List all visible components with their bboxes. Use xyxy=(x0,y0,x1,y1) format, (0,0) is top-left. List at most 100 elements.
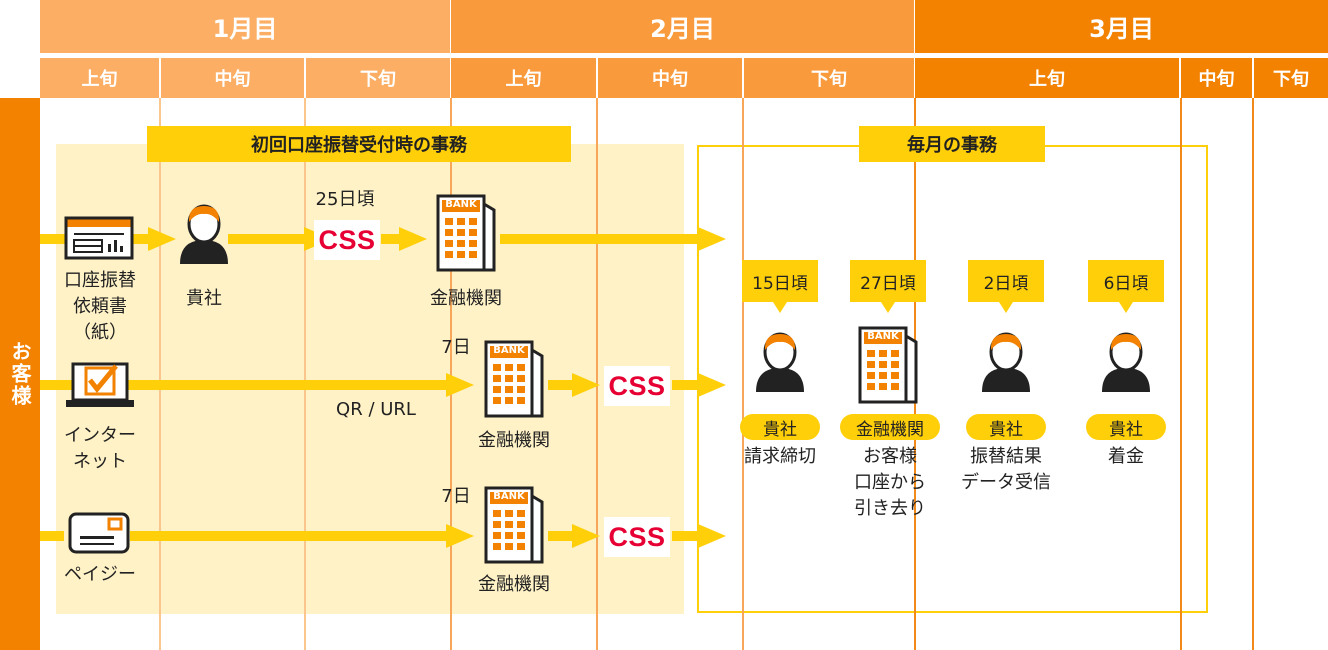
monthly-section-banner: 毎月の事務 xyxy=(859,126,1045,162)
bank-label: 金融機関 xyxy=(478,574,550,595)
bank-label: 金融機関 xyxy=(430,288,502,309)
step-desc-line: 着金 xyxy=(1108,446,1144,467)
step-description: 請求締切 xyxy=(725,444,835,470)
step-desc-line: データ受信 xyxy=(961,472,1051,493)
grid-line xyxy=(159,98,161,650)
css-logo: CSS xyxy=(604,366,670,406)
grid-line xyxy=(742,98,744,650)
actor-pill-text: 貴社 xyxy=(1109,419,1143,440)
paper-label-line: 口座振替 xyxy=(64,270,136,291)
step-description: 着金 xyxy=(1071,444,1181,470)
arrow-right-icon xyxy=(698,227,726,251)
css-logo: CSS xyxy=(314,220,380,260)
step-desc-line: お客様 xyxy=(863,446,917,467)
customer-side-label: お客様 xyxy=(0,98,40,650)
period-m2-early: 上旬 xyxy=(451,58,596,98)
css-logo: CSS xyxy=(604,517,670,557)
month-1-label: 1月目 xyxy=(212,15,278,43)
flow-bar xyxy=(672,531,702,541)
flow-bar xyxy=(40,380,448,390)
flow-bar xyxy=(548,531,574,541)
bank-badge: BANK xyxy=(445,199,477,210)
arrow-right-icon xyxy=(399,227,427,251)
css-logo-text: CSS xyxy=(608,370,666,401)
date-bubble-text: 6日頃 xyxy=(1103,273,1149,294)
paper-label-line: （紙） xyxy=(73,322,127,343)
arrow-right-icon xyxy=(148,227,176,251)
person-icon xyxy=(982,332,1030,392)
payment-card-icon xyxy=(68,512,130,554)
period-label: 中旬 xyxy=(1198,69,1235,90)
date-bubble: 27日頃 xyxy=(850,260,926,313)
grid-line xyxy=(1252,98,1254,650)
document-form-icon xyxy=(64,216,134,260)
actor-pill: 貴社 xyxy=(966,414,1046,440)
actor-pill: 金融機関 xyxy=(840,414,940,440)
bank-building-icon xyxy=(484,486,544,564)
step-description: お客様 口座から 引き去り xyxy=(835,444,945,522)
grid-line xyxy=(1180,98,1182,650)
initial-section-title: 初回口座振替受付時の事務 xyxy=(251,135,467,156)
period-label: 下旬 xyxy=(360,69,396,90)
period-m3-late: 下旬 xyxy=(1254,58,1328,98)
grid-line xyxy=(450,98,452,650)
period-m3-early: 上旬 xyxy=(915,58,1179,98)
bank-building-icon xyxy=(484,340,544,418)
person-icon xyxy=(1102,332,1150,392)
period-label: 上旬 xyxy=(505,69,542,90)
arrow-right-icon xyxy=(446,373,474,397)
internet-label-line: ネット xyxy=(73,451,127,472)
bank-badge: BANK xyxy=(493,345,525,356)
actor-pill: 貴社 xyxy=(740,414,820,440)
date-bubble-text: 15日頃 xyxy=(752,273,808,294)
actor-pill-text: 貴社 xyxy=(989,419,1023,440)
monthly-section-title: 毎月の事務 xyxy=(907,135,997,156)
period-m2-mid: 中旬 xyxy=(598,58,742,98)
arrow-right-icon xyxy=(446,524,474,548)
css-logo-text: CSS xyxy=(318,224,376,255)
date-bubble: 6日頃 xyxy=(1088,260,1164,313)
month-3-label: 3月目 xyxy=(1089,15,1154,43)
period-m1-mid: 中旬 xyxy=(161,58,304,98)
period-m3-mid: 中旬 xyxy=(1181,58,1252,98)
paper-channel-label: 口座振替 依頼書 （紙） xyxy=(48,268,152,346)
period-label: 中旬 xyxy=(214,69,251,90)
payeasy-channel-label: ペイジー xyxy=(64,564,136,585)
step-description: 振替結果 データ受信 xyxy=(946,444,1066,496)
date-bubble-text: 2日頃 xyxy=(983,273,1029,294)
flow-bar xyxy=(500,234,700,244)
actor-pill-text: 金融機関 xyxy=(856,419,924,440)
flow-bar xyxy=(381,234,401,244)
bank-building-icon xyxy=(858,326,918,404)
date-label: 7日 xyxy=(441,337,471,358)
company-label: 貴社 xyxy=(186,288,222,309)
flow-bar xyxy=(228,234,308,244)
period-m1-late: 下旬 xyxy=(306,58,450,98)
customer-side-text: お客様 xyxy=(8,341,32,407)
date-bubble: 15日頃 xyxy=(742,260,818,313)
period-label: 中旬 xyxy=(652,69,688,90)
person-icon xyxy=(180,204,228,264)
step-desc-line: 請求締切 xyxy=(744,446,816,467)
date-bubble: 2日頃 xyxy=(968,260,1044,313)
flow-bar xyxy=(548,380,574,390)
period-label: 下旬 xyxy=(1273,69,1309,90)
month-1-header: 1月目 xyxy=(40,0,450,53)
month-2-label: 2月目 xyxy=(650,15,715,43)
period-label: 上旬 xyxy=(81,69,118,90)
actor-pill-text: 貴社 xyxy=(763,419,797,440)
grid-line xyxy=(596,98,598,650)
step-desc-line: 口座から xyxy=(854,472,926,493)
grid-line xyxy=(304,98,306,650)
period-m2-late: 下旬 xyxy=(744,58,914,98)
month-3-header: 3月目 xyxy=(915,0,1328,53)
arrow-right-icon xyxy=(572,524,600,548)
bank-badge: BANK xyxy=(493,491,525,502)
internet-channel-label: インター ネット xyxy=(48,423,152,475)
arrow-right-icon xyxy=(572,373,600,397)
period-m1-early: 上旬 xyxy=(40,58,159,98)
flow-bar xyxy=(130,531,448,541)
bank-building-icon xyxy=(436,194,496,272)
paper-label-line: 依頼書 xyxy=(73,296,127,317)
